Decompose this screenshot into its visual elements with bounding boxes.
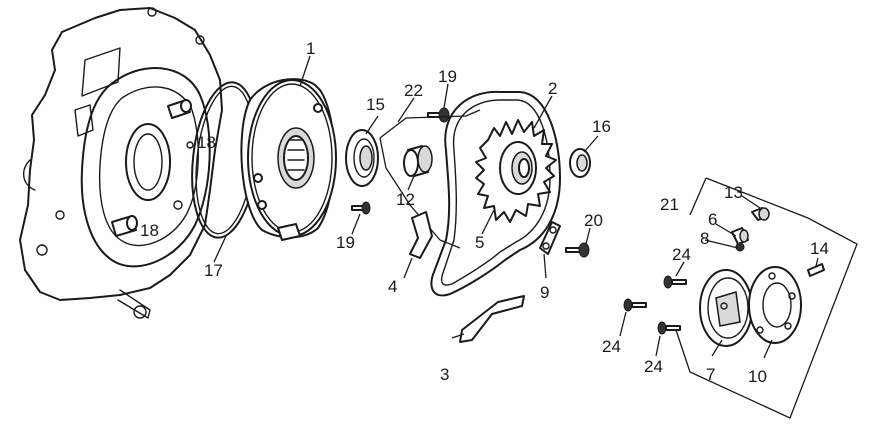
callout-5: 5 <box>475 233 484 252</box>
crankcase-housing <box>19 7 223 319</box>
callout-9: 9 <box>540 283 549 302</box>
spring-6 <box>731 227 749 245</box>
callout-18-upper: 18 <box>197 133 216 152</box>
screw-24-c <box>657 321 681 335</box>
callout-1: 1 <box>306 39 315 58</box>
callout-21: 21 <box>660 195 679 214</box>
tensioner-link-9 <box>539 221 561 255</box>
bushing-12 <box>403 145 433 177</box>
callout-24-b: 24 <box>602 337 621 356</box>
callout-19-upper: 19 <box>438 67 457 86</box>
pin-13 <box>751 207 770 221</box>
side-cover-1 <box>240 78 337 241</box>
callout-24-c: 24 <box>644 357 663 376</box>
callout-12: 12 <box>396 190 415 209</box>
leader-lines <box>213 55 819 359</box>
screw-24-b <box>623 298 647 312</box>
ball-8 <box>735 242 745 252</box>
sprocket-chain-assembly <box>430 90 561 297</box>
callout-8: 8 <box>700 229 709 248</box>
chain-guide-3 <box>459 295 525 343</box>
callout-15: 15 <box>366 95 385 114</box>
washer-16 <box>569 148 591 178</box>
callout-24-a: 24 <box>672 245 691 264</box>
callout-10: 10 <box>748 367 767 386</box>
callout-4: 4 <box>388 277 397 296</box>
callout-7: 7 <box>706 365 715 384</box>
bolt-20 <box>565 242 590 258</box>
pump-rotor-7 <box>699 269 753 347</box>
oil-pump-group-21 <box>675 177 858 419</box>
callout-17: 17 <box>204 261 223 280</box>
callout-6: 6 <box>708 210 717 229</box>
pump-cover-10 <box>748 266 802 344</box>
bolt-19-lower <box>351 201 371 215</box>
callout-13: 13 <box>724 183 743 202</box>
callout-16: 16 <box>592 117 611 136</box>
chain-guide-4 <box>409 211 433 259</box>
callout-labels: 1 2 3 4 5 6 7 8 9 10 12 13 14 15 16 17 1… <box>140 39 829 386</box>
screw-24-a <box>663 275 687 289</box>
callout-3: 3 <box>440 365 449 384</box>
bracket-22 <box>379 109 481 249</box>
sprocket-2 <box>475 119 557 223</box>
bolt-19-upper <box>427 107 450 123</box>
callout-2: 2 <box>548 79 557 98</box>
callout-14: 14 <box>810 239 829 258</box>
pin-14 <box>807 263 825 277</box>
callout-20: 20 <box>584 211 603 230</box>
callout-18-lower: 18 <box>140 221 159 240</box>
callout-22: 22 <box>404 81 423 100</box>
callout-19-lower: 19 <box>336 233 355 252</box>
oil-seal-15 <box>345 129 379 187</box>
